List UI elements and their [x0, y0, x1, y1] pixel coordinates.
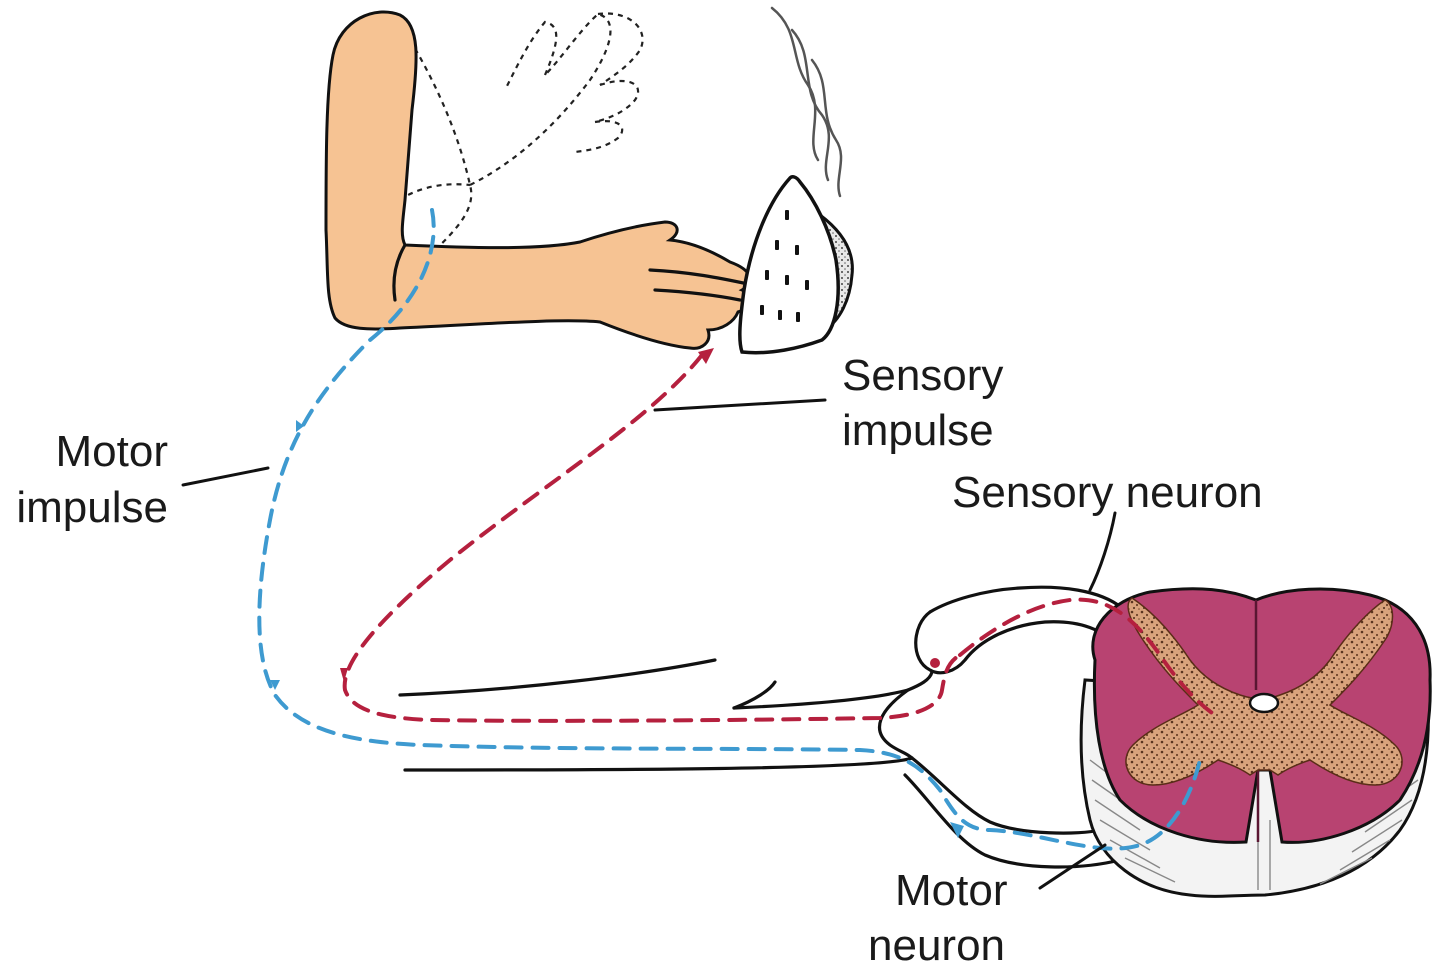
motor-impulse-path: [257, 208, 1202, 851]
label-motor-impulse: Motor impulse: [16, 427, 168, 532]
arm-icon: [324, 10, 752, 350]
label-motor-neuron-line2: neuron: [868, 921, 1005, 970]
label-sensory-impulse-line1: Sensory: [842, 351, 1003, 400]
label-motor-neuron: Motor neuron: [868, 866, 1007, 970]
hot-iron-icon: [738, 175, 854, 355]
spinal-cord-cross-section: [1079, 587, 1432, 898]
label-motor-neuron-line1: Motor: [895, 866, 1007, 915]
label-motor-impulse-line1: Motor: [56, 427, 168, 476]
nerve-outline: [398, 585, 1200, 869]
label-sensory-impulse-line2: impulse: [842, 406, 994, 455]
label-leader-lines: [181, 398, 1117, 890]
sensory-impulse-path: [342, 353, 1217, 723]
label-sensory-neuron: Sensory neuron: [952, 468, 1263, 517]
steam-icon: [770, 6, 843, 198]
motor-impulse-arrows: [270, 420, 964, 838]
label-sensory-impulse: Sensory impulse: [842, 351, 1003, 455]
sensory-impulse-arrows: [340, 348, 940, 682]
label-motor-impulse-line2: impulse: [16, 483, 168, 532]
